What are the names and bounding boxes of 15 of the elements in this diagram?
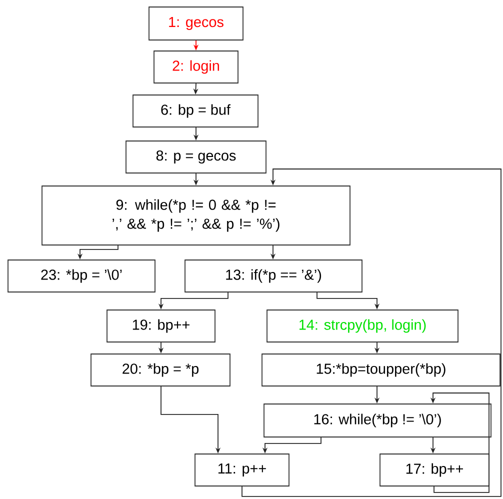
code-box: 20: *bp = *p [90,354,230,386]
code-box: 6: bp = buf [132,94,258,128]
arrow [242,168,502,497]
code-box: 14: strcpy(bp, login) [266,310,458,342]
code-box: 1: gecos [148,6,244,40]
code-box: 9: while(*p != 0 && *p != ’,’ && *p != ’;’ && p != ’%’) [42,186,350,246]
code-box: 8: p = gecos [126,140,266,174]
code-box: 2: login [154,50,238,84]
code-box: 15:*bp=toupper(*bp) [262,354,500,386]
code-box: 23: *bp = ’\0’ [8,260,156,292]
code-box: 19: bp++ [106,310,216,342]
code-box: 11: p++ [194,454,290,486]
code-box: 13: if(*p == ’&’) [184,260,362,292]
code-box: 17: bp++ [380,454,490,486]
code-box: 16: while(*bp != ’\0’) [264,404,492,438]
